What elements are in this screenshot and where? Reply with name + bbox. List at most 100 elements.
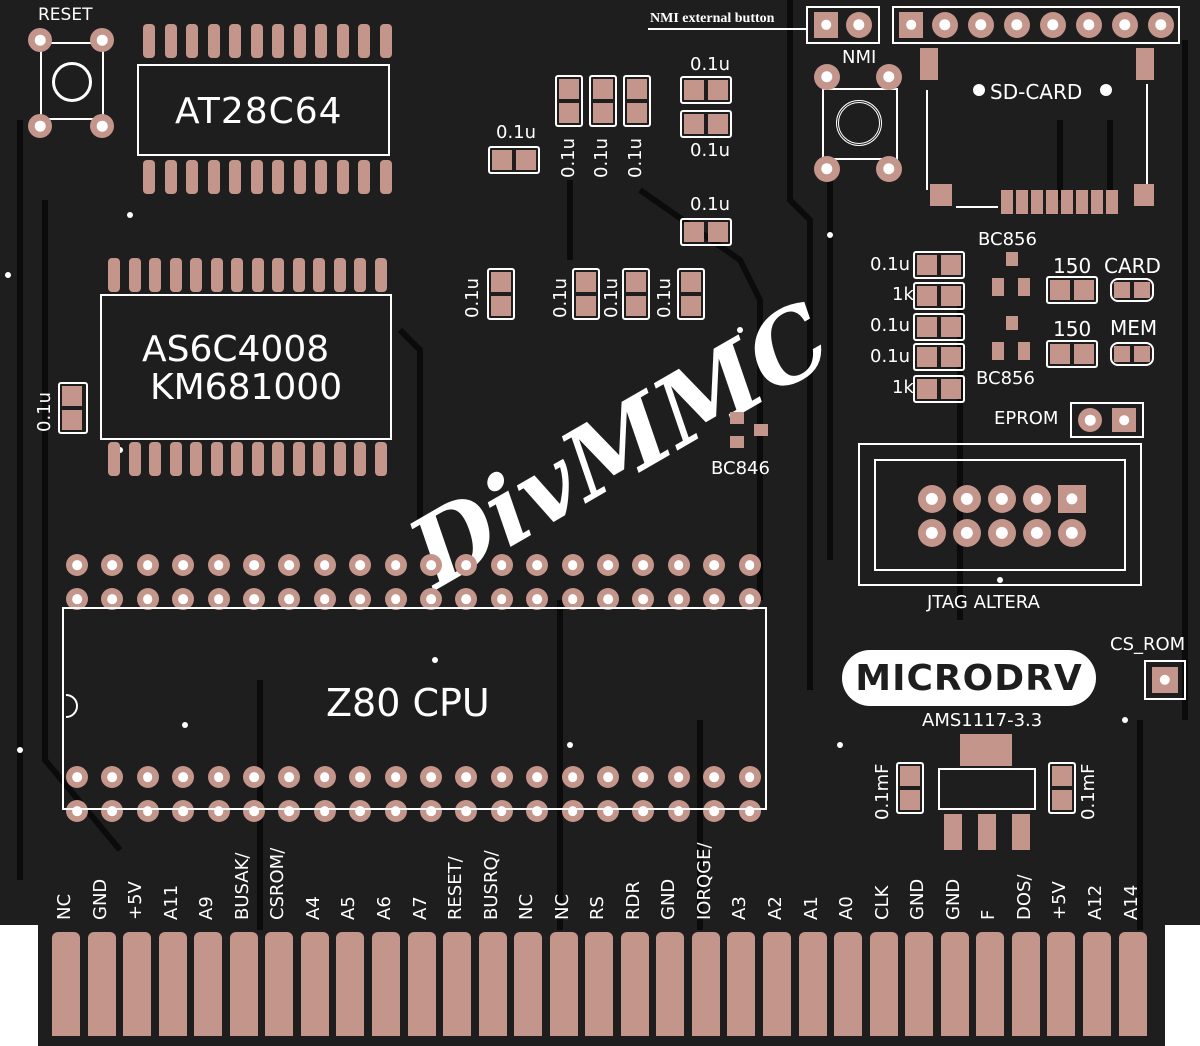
eprom-jumper[interactable] (1070, 402, 1144, 438)
edge-finger-label: CSROM/ (267, 847, 289, 920)
chip-pin (143, 160, 155, 194)
edge-finger-a14 (1118, 932, 1147, 1036)
chip-pin (455, 766, 478, 788)
chip-pin (333, 258, 346, 292)
edge-finger-gnd (940, 932, 969, 1036)
edge-finger-a4 (300, 932, 329, 1036)
resistor (1046, 276, 1098, 304)
chip-pin (358, 24, 370, 58)
edge-finger-label: RESET/ (445, 856, 467, 920)
chip-pin (136, 554, 159, 576)
chip-pin (597, 800, 619, 822)
chip-pin (561, 554, 584, 576)
chip-pin (229, 24, 241, 58)
nmi-button[interactable] (814, 64, 906, 184)
reset-button[interactable] (28, 28, 116, 138)
chip-pin (229, 160, 241, 194)
capacitor (572, 268, 600, 320)
edge-finger-5v (123, 932, 152, 1036)
edge-finger-label: A6 (373, 896, 395, 920)
edge-finger-label: GND (942, 878, 964, 920)
resistor (913, 375, 965, 403)
cap-label: 0.1u (690, 194, 731, 215)
chip-pin (143, 24, 155, 58)
chip-pin (455, 554, 478, 576)
edge-finger-label: BUSRQ/ (480, 850, 502, 920)
chip-pin (207, 160, 220, 194)
sd-card-label: SD-CARD (990, 80, 1083, 104)
edge-finger-label: NC (516, 893, 538, 920)
chip-pin (251, 442, 264, 476)
edge-finger-a6 (371, 932, 400, 1036)
chip-pin (293, 24, 306, 58)
sd-card-slot: SD-CARD (918, 44, 1164, 214)
cs-rom-pad[interactable] (1144, 660, 1186, 700)
chip-pin (101, 800, 124, 822)
chip-pin (231, 258, 243, 292)
edge-finger-label: A1 (800, 896, 822, 920)
chip-pin (703, 588, 726, 610)
bc856-bottom-label: BC856 (976, 368, 1035, 389)
chip-pin (313, 800, 336, 822)
edge-finger-dos (1011, 932, 1040, 1036)
edge-finger-a0 (834, 932, 863, 1036)
chip-pin (738, 588, 761, 610)
capacitor (680, 76, 732, 104)
sram-chip: AS6C4008 KM681000 (100, 258, 392, 476)
edge-finger-iorqge (691, 932, 720, 1036)
edge-finger-gnd (87, 932, 116, 1036)
chip-pin (597, 766, 619, 788)
chip-pin (632, 800, 655, 822)
chip-pin (66, 800, 88, 822)
edge-finger-5v (1047, 932, 1076, 1036)
capacitor (680, 110, 732, 138)
cap-label: 0.1u (34, 391, 55, 432)
chip-pin (374, 442, 387, 476)
nmi-external-header[interactable] (806, 6, 880, 44)
chip-pin (278, 766, 301, 788)
chip-pin (207, 588, 230, 610)
chip-pin (490, 554, 513, 576)
chip-pin (210, 442, 223, 476)
capacitor (896, 762, 924, 814)
capacitor (913, 343, 965, 371)
chip-pin (169, 442, 182, 476)
cap-label: 0.1u (654, 277, 675, 318)
chip-pin (278, 800, 301, 822)
chip-pin (108, 442, 120, 476)
chip-pin (349, 588, 372, 610)
chip-pin (349, 554, 372, 576)
edge-finger-label: RDR (622, 881, 644, 920)
chip-pin (313, 258, 325, 292)
capacitor (913, 313, 965, 341)
chip-pin (561, 588, 584, 610)
chip-pin (667, 588, 690, 610)
chip-pin (243, 554, 265, 576)
chip-pin (128, 442, 141, 476)
edge-finger-a12 (1082, 932, 1111, 1036)
chip-pin (420, 588, 442, 610)
sram-label-1: AS6C4008 (142, 329, 330, 370)
bc846-label: BC846 (711, 458, 770, 479)
chip-pin (172, 766, 195, 788)
edge-finger-label: CLK (871, 885, 893, 920)
chip-pin (420, 766, 442, 788)
edge-finger-label: A7 (409, 896, 431, 920)
chip-pin (490, 766, 513, 788)
chip-pin (278, 588, 301, 610)
cap-label: 0.1u (496, 122, 537, 143)
chip-pin (738, 554, 761, 576)
chip-pin (207, 554, 230, 576)
edge-finger-csrom (265, 932, 294, 1036)
chip-pin (313, 766, 336, 788)
chip-pin (66, 588, 88, 610)
microdrv-badge: MICRODRV (842, 650, 1096, 706)
jtag-connector[interactable] (858, 443, 1142, 586)
capacitor (589, 75, 617, 127)
regulator-ams1117 (938, 734, 1038, 854)
chip-pin (149, 258, 161, 292)
edge-finger-label: IORQGE/ (693, 842, 715, 920)
chip-pin (169, 258, 182, 292)
chip-pin (349, 766, 372, 788)
chip-pin (738, 766, 761, 788)
